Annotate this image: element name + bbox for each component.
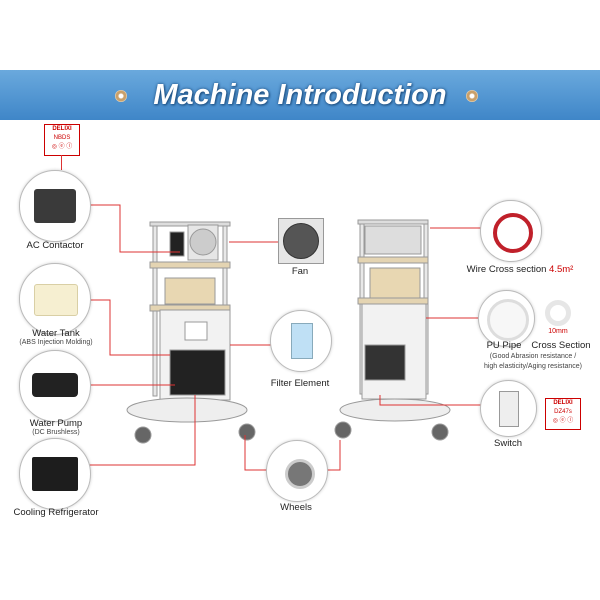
pipe-cross-section-icon	[545, 300, 571, 326]
ac-contactor-image	[19, 170, 91, 242]
wire-cross-label: Wire Cross section	[466, 264, 547, 275]
label-cooling-refrigerator: Cooling Refrigerator	[13, 507, 99, 518]
label-switch: Switch	[494, 438, 522, 449]
badge-connector	[61, 155, 62, 170]
connector-lines	[80, 204, 485, 471]
wire-coil-icon	[493, 213, 533, 253]
label-wheels: Wheels	[280, 502, 312, 513]
label-pu-pipe-note1: (Good Abrasion resistance /	[489, 353, 577, 360]
fan-icon	[283, 223, 319, 259]
pipe-coil-icon	[487, 299, 529, 341]
badge-cert-icon: ◎ ⓔ ⓛ	[552, 418, 574, 424]
label-filter-element: Filter Element	[270, 378, 330, 389]
page-title: Machine Introduction	[153, 79, 447, 111]
label-ac-contactor: AC Contactor	[26, 240, 84, 251]
title-banner: Machine Introduction	[0, 70, 600, 120]
wheels-image	[266, 440, 328, 502]
label-cross-section: Cross Section	[531, 340, 591, 351]
label-pu-pipe: PU Pipe	[486, 340, 522, 351]
label-water-tank-sub: (ABS Injection Molding)	[19, 339, 93, 346]
label-fan: Fan	[291, 266, 309, 277]
label-water-tank: Water Tank	[32, 328, 80, 339]
wire-image	[480, 200, 542, 262]
filter-element-image	[270, 310, 332, 372]
switch-image	[480, 380, 537, 437]
tank-icon	[34, 284, 78, 316]
water-pump-image	[19, 350, 91, 422]
badge-cert-icon: ◎ ⓔ ⓛ	[51, 144, 73, 150]
badge-brand: DELIXI	[553, 400, 573, 406]
refrigerator-icon	[32, 457, 78, 491]
delixi-rating-badge-switch: DELIXI DZ47s ◎ ⓔ ⓛ	[545, 398, 581, 430]
filter-icon	[291, 323, 313, 359]
badge-model: NBDS	[53, 135, 71, 141]
label-pipe-size: 10mm	[548, 328, 568, 335]
delixi-rating-badge-top: DELIXI NBDS ◎ ⓔ ⓛ	[44, 124, 80, 156]
badge-brand: DELIXI	[52, 126, 72, 132]
label-water-pump-sub: (DC Brushless)	[32, 429, 80, 436]
breaker-icon	[499, 391, 519, 427]
label-wire-cross-section: Wire Cross section 4.5m²	[455, 264, 585, 275]
label-pu-pipe-note2: high elasticity/Aging resistance)	[483, 363, 583, 370]
badge-model: DZ47s	[554, 409, 572, 415]
wire-cross-value: 4.5m²	[549, 264, 574, 275]
banner-bullet-right-icon	[466, 90, 478, 102]
fan-image	[278, 218, 324, 264]
pump-icon	[32, 373, 78, 397]
label-water-pump: Water Pump	[29, 418, 83, 429]
cooling-refrigerator-image	[19, 438, 91, 510]
contactor-icon	[34, 189, 76, 223]
right-machine	[334, 219, 451, 441]
wheel-icon	[285, 459, 315, 489]
left-machine	[126, 221, 256, 444]
pu-pipe-image	[478, 290, 535, 347]
water-tank-image	[19, 263, 91, 335]
banner-bullet-left-icon	[115, 90, 127, 102]
